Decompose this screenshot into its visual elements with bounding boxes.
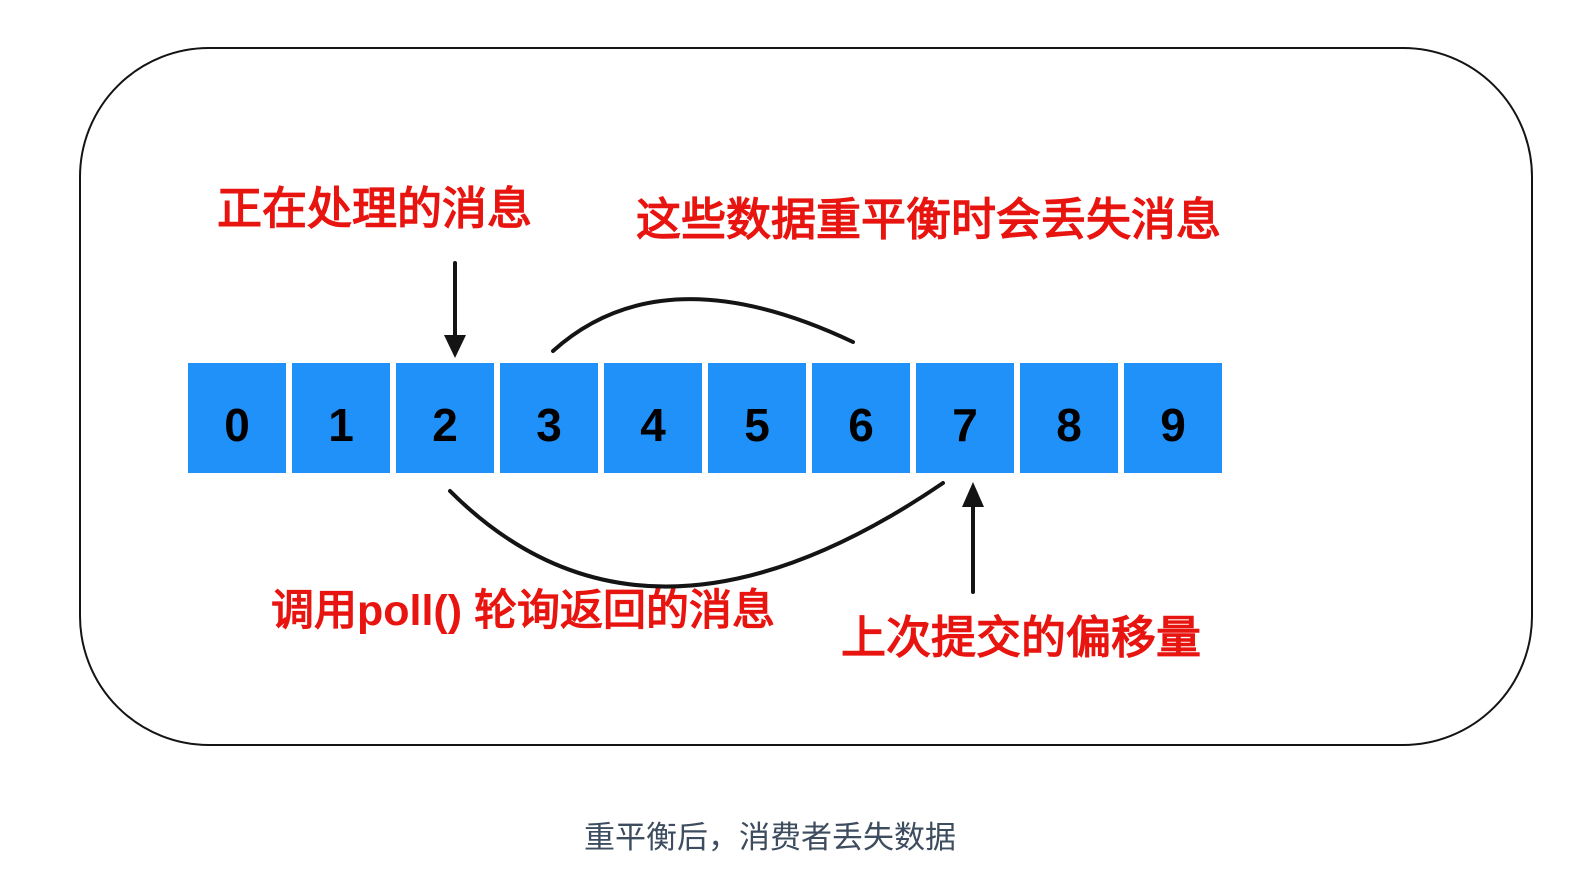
offset-cell-7: 7 — [916, 363, 1014, 473]
offset-cell-4: 4 — [604, 363, 702, 473]
diagram-caption: 重平衡后，消费者丢失数据 — [584, 820, 956, 855]
offset-cell-2: 2 — [396, 363, 494, 473]
offset-cell-8: 8 — [1020, 363, 1118, 473]
offset-cell-5: 5 — [708, 363, 806, 473]
label-messages-lost-on-rebalance: 这些数据重平衡时会丢失消息 — [636, 194, 1222, 245]
label-last-committed-offset: 上次提交的偏移量 — [841, 612, 1202, 663]
offset-cell-1: 1 — [292, 363, 390, 473]
offset-cell-0: 0 — [188, 363, 286, 473]
offset-cell-6: 6 — [812, 363, 910, 473]
label-message-being-processed: 正在处理的消息 — [217, 183, 533, 234]
label-messages-returned-by-poll: 调用poll() 轮询返回的消息 — [271, 587, 776, 635]
offset-cell-9: 9 — [1124, 363, 1222, 473]
offset-cell-3: 3 — [500, 363, 598, 473]
offset-row: 0 1 2 3 4 5 6 7 8 9 — [188, 363, 1222, 473]
